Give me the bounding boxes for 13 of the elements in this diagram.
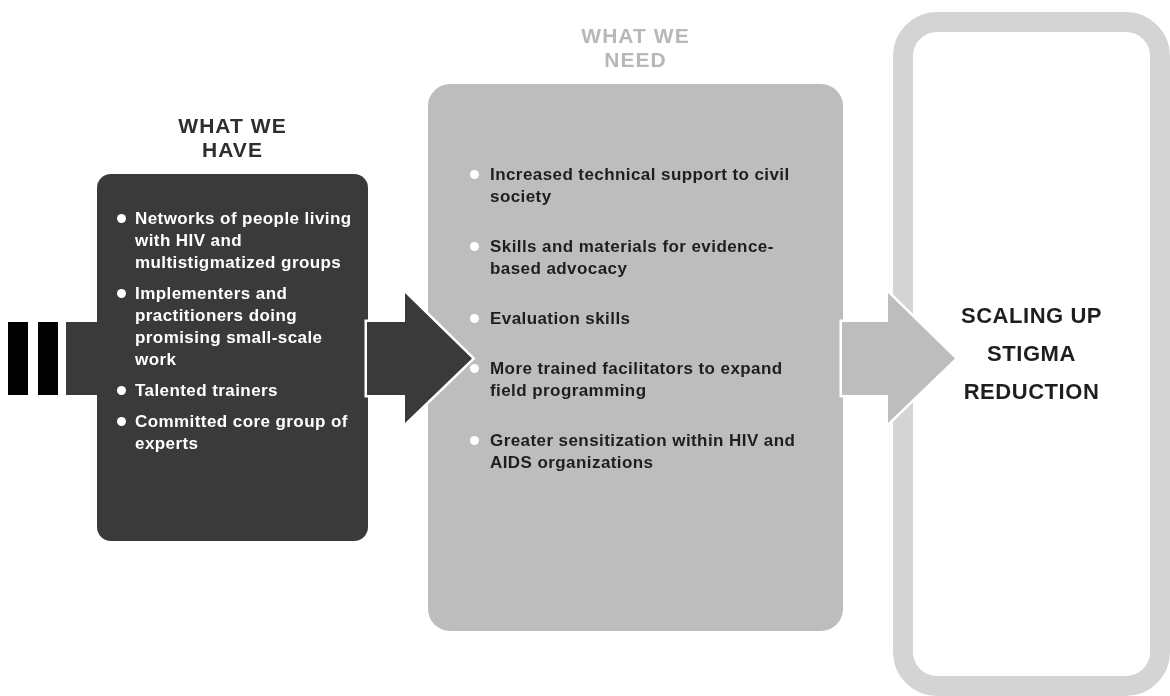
box-heading: WHAT WE HAVE xyxy=(177,114,288,162)
bullet-text: Committed core group of experts xyxy=(135,411,349,455)
bullet-text: Evaluation skills xyxy=(490,308,632,330)
bullet-text: Increased technical support to civil society xyxy=(490,164,791,208)
bullet-text: Networks of people living with HIV and multistigmatized groups xyxy=(135,208,353,274)
bullet-text: More trained facilitators to expand field programming xyxy=(490,358,784,402)
bullet-text: Talented trainers xyxy=(135,380,279,402)
outlined-box xyxy=(893,12,1170,696)
bullet-text: Greater sensitization within HIV and AIDS organizations xyxy=(490,430,797,474)
bullet-text: Implementers and practitioners doing promising small-scale work xyxy=(135,283,324,371)
box-heading: WHAT WE NEED xyxy=(580,24,691,72)
result-text: SCALING UP STIGMA REDUCTION xyxy=(959,302,1104,406)
bullet-text: Skills and materials for evidence-based advocacy xyxy=(490,236,775,280)
